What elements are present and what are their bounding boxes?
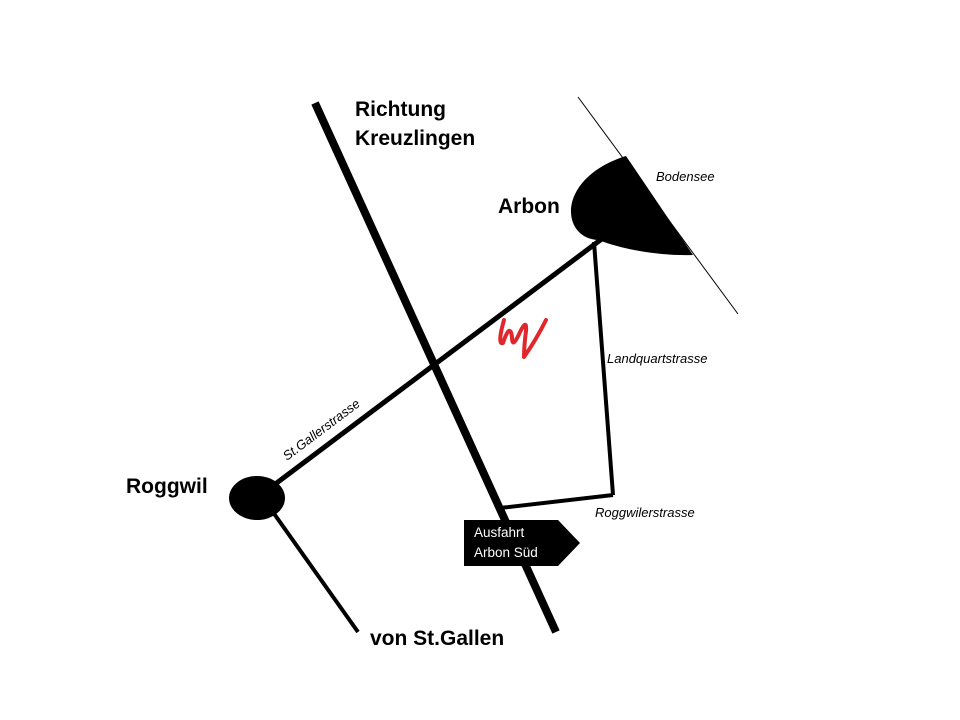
label-kreuzlingen: Kreuzlingen bbox=[355, 127, 475, 150]
arbon-town-shape bbox=[570, 156, 693, 256]
label-richtung: Richtung bbox=[355, 98, 446, 121]
label-arbon: Arbon bbox=[498, 195, 560, 218]
label-von-st-gallen: von St.Gallen bbox=[370, 627, 504, 650]
road-to-st-gallen bbox=[268, 506, 360, 634]
label-roggwilerstrasse: Roggwilerstrasse bbox=[595, 505, 695, 520]
roggwilerstrasse-road bbox=[499, 493, 614, 510]
label-roggwil: Roggwil bbox=[126, 475, 208, 498]
label-landquartstrasse: Landquartstrasse bbox=[607, 351, 707, 366]
landquartstrasse-road bbox=[592, 241, 615, 496]
exit-sign-line1: Ausfahrt bbox=[474, 525, 525, 540]
st-gallerstrasse-road bbox=[256, 236, 605, 499]
red-scribble-logo-icon bbox=[498, 318, 548, 359]
roggwil-town-shape bbox=[229, 476, 285, 520]
exit-sign-line2: Arbon Süd bbox=[474, 545, 538, 560]
exit-sign-shape bbox=[464, 520, 580, 566]
label-bodensee: Bodensee bbox=[656, 169, 715, 184]
